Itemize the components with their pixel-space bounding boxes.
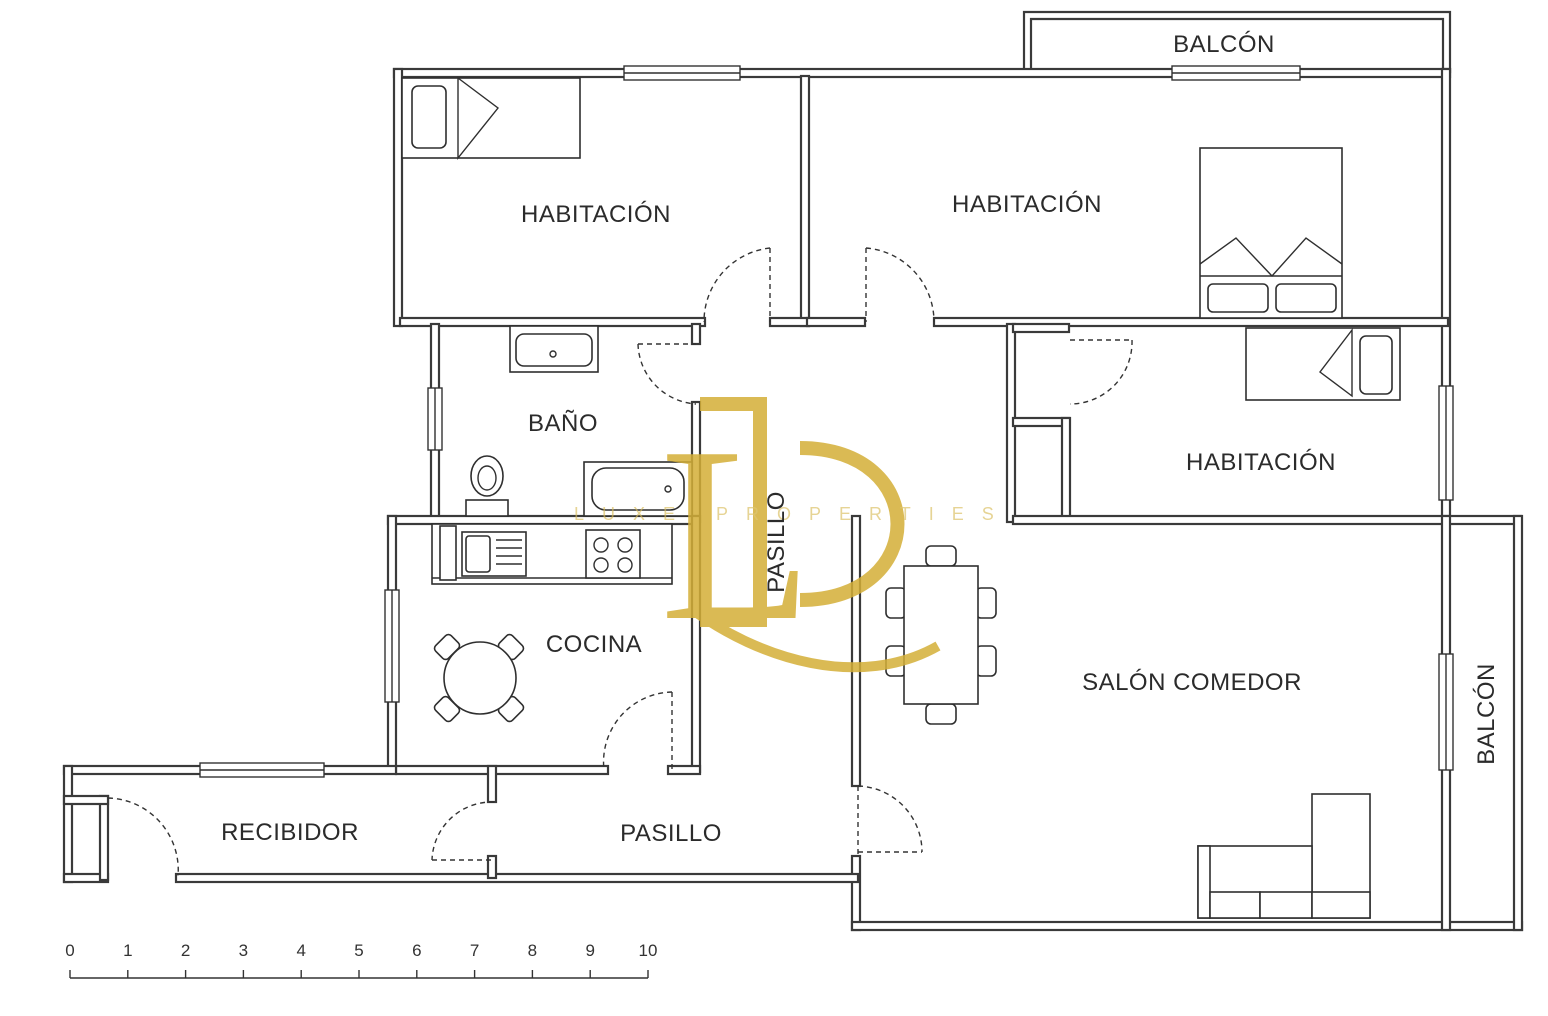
scale-tick-label: 8 <box>528 941 537 960</box>
scale-tick-label: 0 <box>65 941 74 960</box>
scale-tick-label: 1 <box>123 941 132 960</box>
dining-table-icon <box>885 545 997 725</box>
label-balcony-right: BALCÓN <box>1473 663 1500 765</box>
single-bed-icon <box>401 76 581 160</box>
label-bathroom: BAÑO <box>528 410 598 437</box>
double-bed-icon <box>1199 147 1343 319</box>
windows <box>199 65 1454 778</box>
scale-tick-label: 3 <box>239 941 248 960</box>
scale-tick-label: 10 <box>639 941 658 960</box>
kitchen-sink-icon <box>461 531 527 577</box>
room-labels: HABITACIÓN HABITACIÓN HABITACIÓN BAÑO CO… <box>221 31 1500 847</box>
single-bed-icon <box>1245 327 1401 401</box>
scale-tick-label: 7 <box>470 941 479 960</box>
scale-tick-label: 5 <box>354 941 363 960</box>
label-bedroom-2: HABITACIÓN <box>952 191 1102 218</box>
scale-tick-label: 6 <box>412 941 421 960</box>
label-balcony-top: BALCÓN <box>1173 31 1275 58</box>
scale-tick-label: 4 <box>296 941 305 960</box>
label-living-dining: SALÓN COMEDOR <box>1082 669 1302 696</box>
label-kitchen: COCINA <box>546 631 642 658</box>
sofa-icon <box>1197 793 1371 919</box>
stove-icon <box>585 529 641 579</box>
logo-tagline: LUXE PROPERTIES <box>574 504 1012 524</box>
bathtub-icon <box>583 461 693 517</box>
luxe-properties-logo: L LUXE PROPERTIES <box>574 396 1012 673</box>
scale-tick-label: 2 <box>181 941 190 960</box>
scale-tick-label: 9 <box>585 941 594 960</box>
label-bedroom-3: HABITACIÓN <box>1186 449 1336 476</box>
scale-bar: 0 1 2 3 4 5 6 7 8 9 10 <box>65 941 658 979</box>
sink-icon <box>509 325 599 373</box>
label-hallway-vertical: PASILLO <box>763 491 790 593</box>
furniture <box>401 76 1401 919</box>
label-bedroom-1: HABITACIÓN <box>521 201 671 228</box>
round-table-icon <box>433 633 525 723</box>
doors <box>107 247 1133 877</box>
label-hallway-lower: PASILLO <box>620 820 722 847</box>
label-entrance: RECIBIDOR <box>221 819 359 846</box>
toilet-icon <box>465 455 509 517</box>
